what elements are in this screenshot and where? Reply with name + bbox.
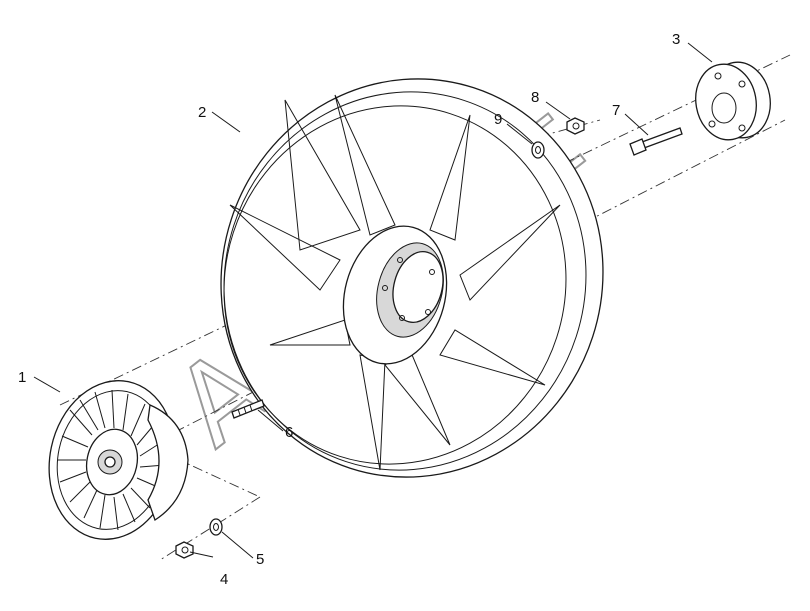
callout-8: 8: [531, 89, 539, 106]
fan-clutch: [48, 380, 189, 540]
nut-lower: [175, 541, 194, 559]
callout-6: 6: [285, 424, 293, 441]
callout-9: 9: [494, 111, 502, 128]
callout-1: 1: [18, 369, 26, 386]
stud: [231, 399, 265, 419]
callout-5: 5: [256, 551, 264, 568]
bolt: [629, 127, 683, 156]
washer-lower: [209, 518, 223, 536]
callout-2: 2: [198, 104, 206, 121]
callout-4: 4: [220, 571, 228, 588]
callout-labels: 1 2 3 4 5 6 7 8 9: [18, 31, 680, 588]
callout-3: 3: [672, 31, 680, 48]
nut-upper: [566, 117, 585, 135]
fan: [220, 78, 604, 478]
callout-7: 7: [612, 102, 620, 119]
hub-pulley: [695, 61, 771, 141]
leader-lines: [33, 42, 713, 559]
washer-upper: [531, 141, 545, 159]
